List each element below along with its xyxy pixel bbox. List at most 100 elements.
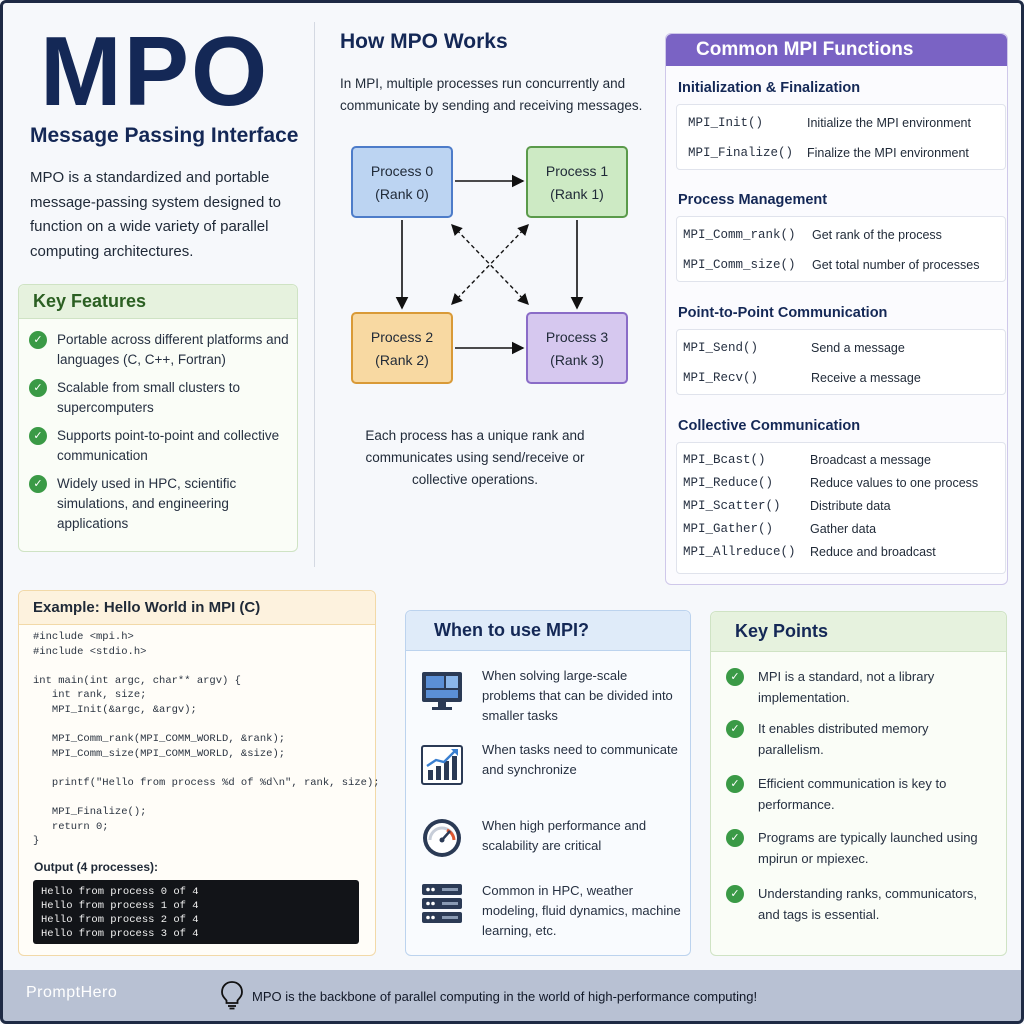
key-point-item: ✓ Efficient communication is key to perf… [726,774,996,815]
process-node: Process 0 (Rank 0) [351,146,453,218]
function-name: MPI_Scatter() [683,499,781,513]
monitor-icon [422,672,462,710]
check-icon: ✓ [726,668,744,686]
key-point-text: MPI is a standard, not a library impleme… [758,669,935,705]
process-arrows [395,174,584,355]
function-row: MPI_Bcast() [683,453,766,467]
key-point-item: ✓ Understanding ranks, communicators, an… [726,884,996,925]
function-row: MPI_Init() [688,116,763,130]
function-desc: Receive a message [811,371,921,385]
process-name: Process 3 [545,329,609,345]
check-icon: ✓ [726,829,744,847]
section-title: Collective Communication [678,418,861,434]
function-desc: Initialize the MPI environment [807,116,971,130]
when-item: When solving large-scale problems that c… [482,668,673,723]
key-points-title: Key Points [711,612,1006,652]
process-node: Process 3 (Rank 3) [526,312,628,384]
check-icon: ✓ [726,885,744,903]
section-title: Initialization & Finalization [678,80,861,96]
when-title: When to use MPI? [406,611,690,651]
key-point-item: ✓ MPI is a standard, not a library imple… [726,667,996,708]
function-table: MPI_Init() Initialize the MPI environmen… [676,104,1006,170]
page-title: MPO [40,16,270,126]
example-title: Example: Hello World in MPI (C) [19,591,375,625]
lightbulb-icon [221,981,243,1010]
footer-bar [3,970,1021,1021]
function-row: MPI_Scatter() [683,499,781,513]
feature-text: Widely used in HPC, scientific simulatio… [57,476,237,531]
function-desc: Reduce values to one process [810,476,979,490]
process-rank: (Rank 1) [550,186,604,202]
key-features-card: Key Features ✓ Portable across different… [18,284,298,552]
section-title: Point-to-Point Communication [678,305,888,321]
when-item: When tasks need to communicate and synch… [482,742,678,777]
page-subtitle: Message Passing Interface [30,124,299,147]
feature-text: Portable across different platforms and … [57,332,289,367]
section-title: Process Management [678,192,828,208]
process-name: Process 1 [545,163,609,179]
how-title: How MPO Works [340,30,508,53]
column-divider [314,22,315,567]
check-icon: ✓ [29,475,47,493]
function-row: MPI_Comm_rank() [683,228,796,242]
function-name: MPI_Gather() [683,522,774,536]
function-desc: Broadcast a message [810,453,931,467]
function-desc: Get total number of processes [812,258,980,272]
function-row: MPI_Reduce() [683,476,773,490]
check-icon: ✓ [29,427,47,445]
function-name: MPI_Comm_rank() [683,228,796,242]
process-rank: (Rank 0) [375,186,429,202]
function-table: MPI_Send() Send a message MPI_Recv() Rec… [676,329,1006,395]
function-name: MPI_Send() [683,341,759,355]
when-item: When high performance and scalability ar… [482,818,647,853]
output-console: Hello from process 0 of 4 Hello from pro… [33,880,359,944]
check-icon: ✓ [29,331,47,349]
footer-text: MPO is the backbone of parallel computin… [252,989,758,1004]
feature-item: ✓ Widely used in HPC, scientific simulat… [29,474,289,534]
function-name: MPI_Reduce() [683,476,774,490]
check-icon: ✓ [29,379,47,397]
when-item: Common in HPC, weather modeling, fluid d… [482,883,681,938]
function-name: MPI_Init() [688,116,764,130]
key-point-text: Understanding ranks, communicators, and … [758,886,977,922]
function-table: MPI_Bcast() Broadcast a message MPI_Redu… [676,442,1006,574]
check-icon: ✓ [726,775,744,793]
function-desc: Gather data [810,522,877,536]
key-points-card: Key Points [710,611,1007,956]
process-rank: (Rank 3) [550,352,604,368]
how-description: In MPI, multiple processes run concurren… [340,76,643,113]
speedometer-icon [423,819,461,857]
function-name: MPI_Allreduce() [683,545,796,559]
intro-text: MPO is a standardized and portable messa… [30,169,281,260]
how-note: Each process has a unique rank and commu… [365,428,585,487]
function-desc: Send a message [811,341,905,355]
process-rank: (Rank 2) [375,352,429,368]
key-point-item: ✓ It enables distributed memory parallel… [726,719,996,760]
function-row: MPI_Finalize() [688,146,793,160]
key-features-title: Key Features [19,285,297,319]
feature-text: Scalable from small clusters to supercom… [57,380,241,415]
feature-item: ✓ Scalable from small clusters to superc… [29,378,289,418]
function-name: MPI_Bcast() [683,453,766,467]
key-point-text: It enables distributed memory parallelis… [758,721,929,757]
key-point-text: Efficient communication is key to perfor… [758,776,947,812]
feature-text: Supports point-to-point and collective c… [57,428,280,463]
process-name: Process 0 [370,163,434,179]
function-name: MPI_Recv() [683,371,759,385]
growth-chart-icon [421,745,463,785]
feature-item: ✓ Portable across different platforms an… [29,330,289,370]
function-desc: Reduce and broadcast [810,545,936,559]
function-name: MPI_Comm_size() [683,258,796,272]
function-row: MPI_Gather() [683,522,773,536]
key-point-text: Programs are typically launched using mp… [758,830,978,866]
check-icon: ✓ [726,720,744,738]
function-name: MPI_Finalize() [688,146,794,160]
brand-watermark: PromptHero [26,984,118,1001]
server-rack-icon [422,884,462,923]
output-label: Output (4 processes): [34,860,159,874]
code-block: #include <mpi.h> #include <stdio.h> int … [33,631,380,848]
function-row: MPI_Comm_size() [683,258,796,272]
function-row: MPI_Send() [683,341,758,355]
functions-title: Common MPI Functions [666,34,1007,66]
function-desc: Finalize the MPI environment [807,146,969,160]
